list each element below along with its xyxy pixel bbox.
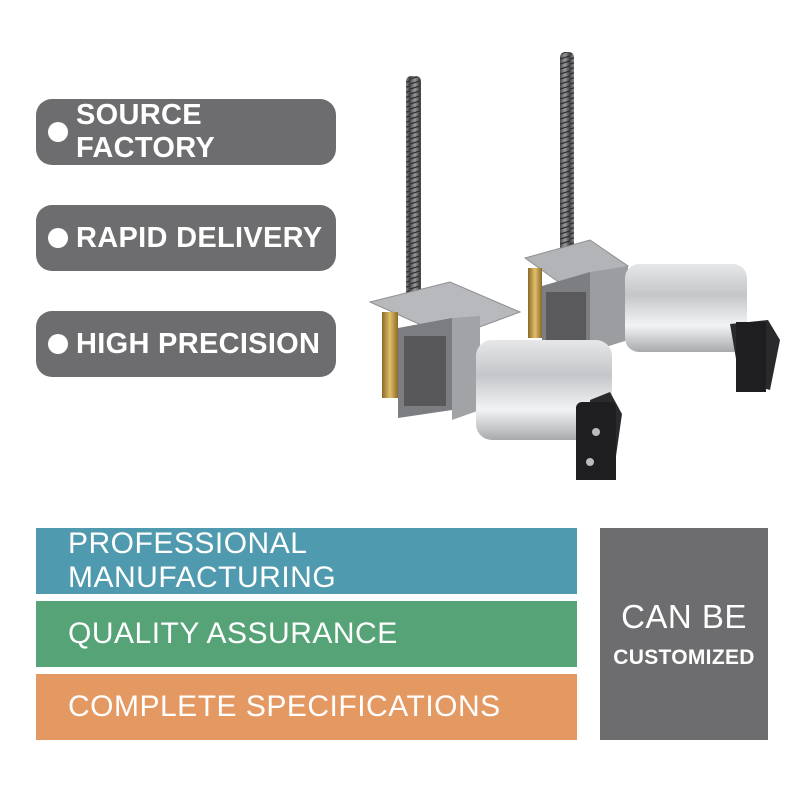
feature-rapid-delivery: RAPID DELIVERY <box>36 205 336 271</box>
bar-professional-manufacturing: PROFESSIONAL MANUFACTURING <box>36 527 577 594</box>
feature-high-precision: HIGH PRECISION <box>36 311 336 377</box>
feature-source-factory: SOURCE FACTORY <box>36 99 336 165</box>
custom-line2: CUSTOMIZED <box>613 646 755 669</box>
bullet-dot-icon <box>48 122 68 142</box>
bar-quality-assurance: QUALITY ASSURANCE <box>36 601 577 667</box>
bar-complete-specifications: COMPLETE SPECIFICATIONS <box>36 674 577 740</box>
feature-label: SOURCE FACTORY <box>76 99 216 164</box>
gear-motor-product-image <box>368 52 780 480</box>
feature-label: HIGH PRECISION <box>76 327 321 360</box>
bullet-dot-icon <box>48 228 68 248</box>
bar-label: PROFESSIONAL MANUFACTURING <box>68 527 337 594</box>
customization-box: CAN BE CUSTOMIZED <box>600 528 768 740</box>
motor-front <box>368 76 622 480</box>
bar-label: QUALITY ASSURANCE <box>68 617 398 650</box>
motor-back <box>523 52 780 392</box>
feature-label: RAPID DELIVERY <box>76 221 323 254</box>
custom-line1: CAN BE <box>621 598 747 635</box>
bullet-dot-icon <box>48 334 68 354</box>
bar-label: COMPLETE SPECIFICATIONS <box>68 690 501 723</box>
